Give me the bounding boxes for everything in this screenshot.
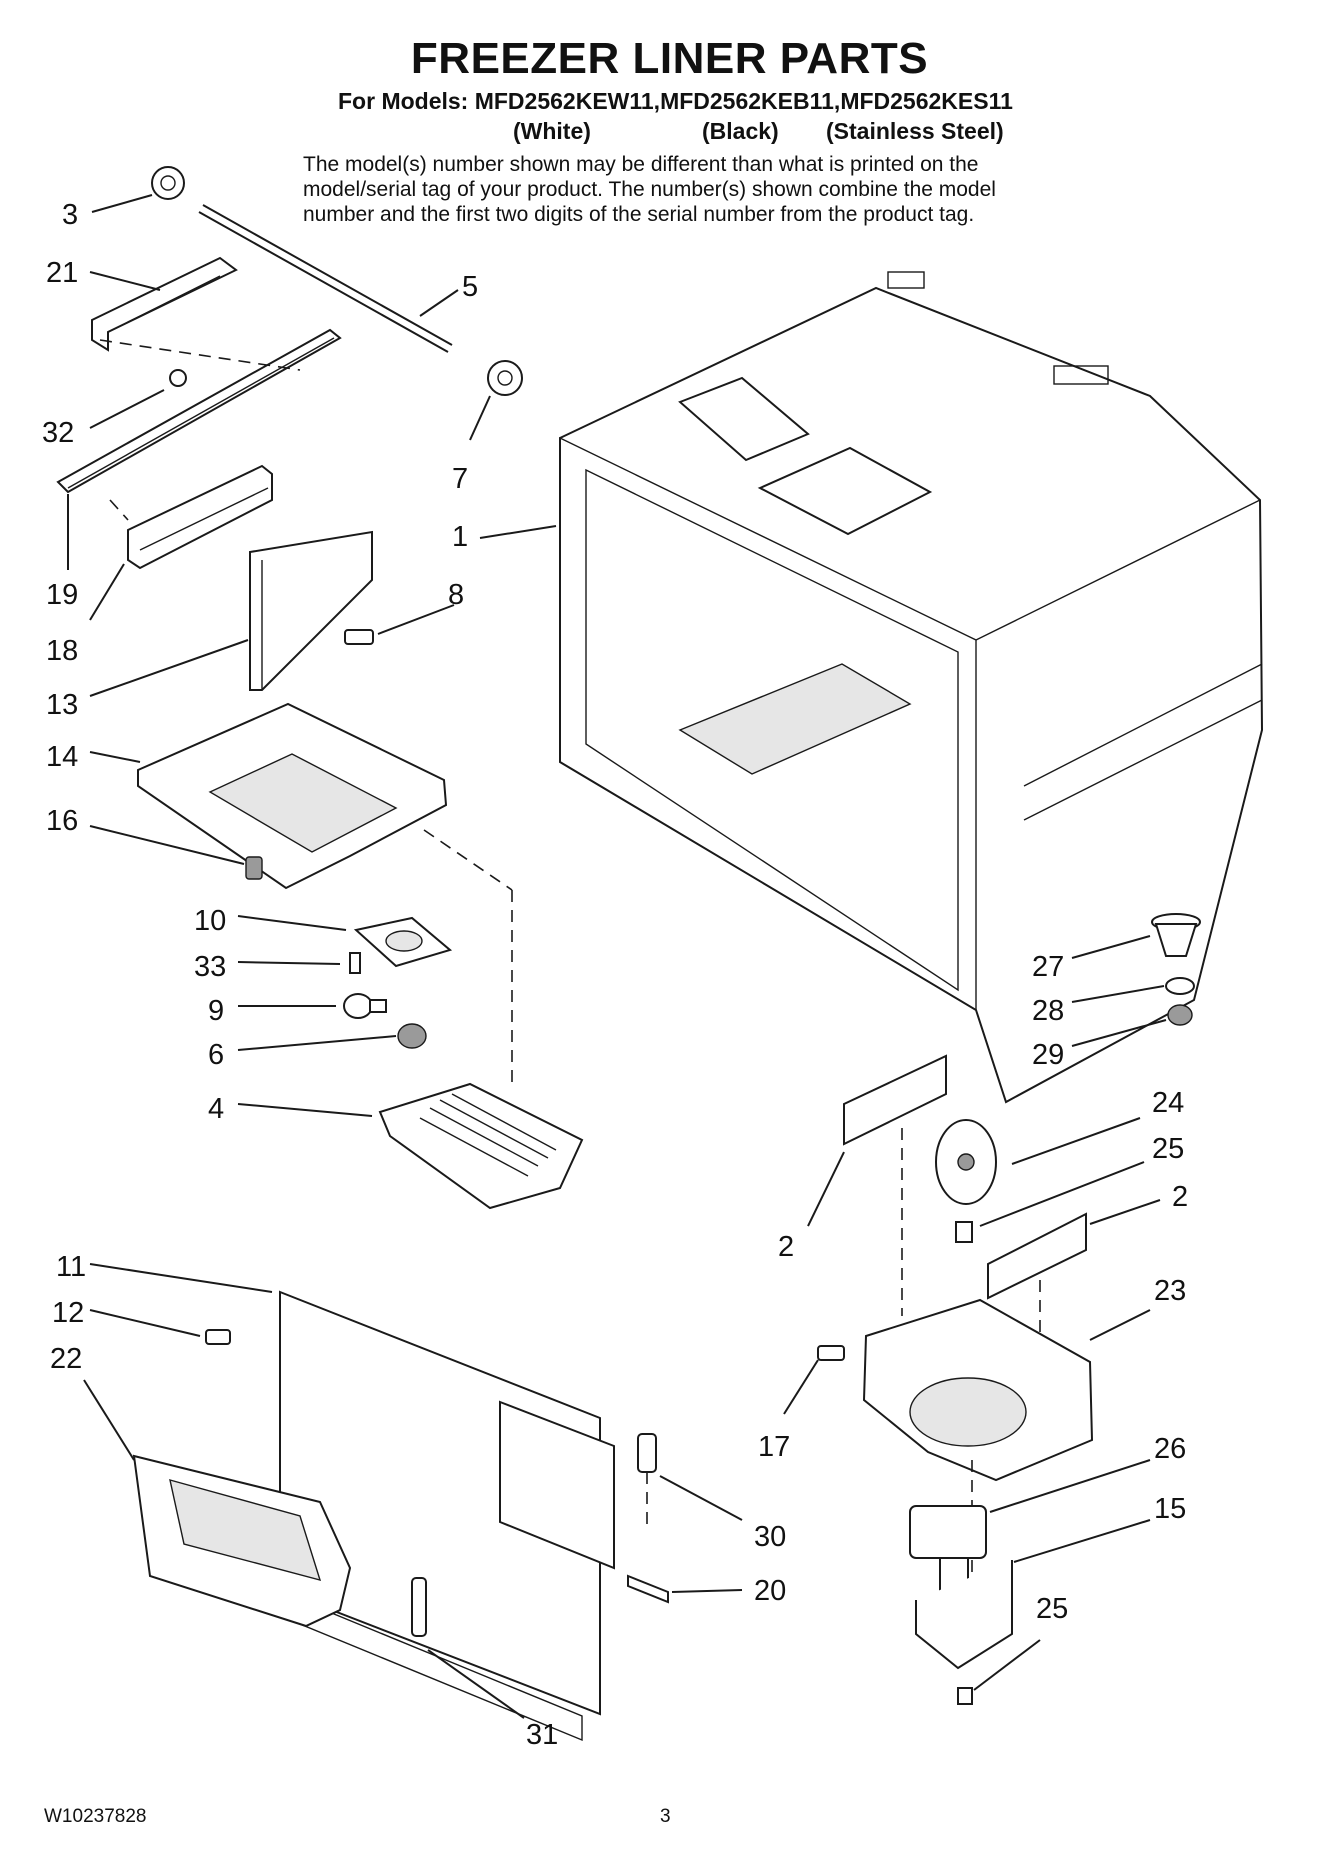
callout-1: 1 <box>452 521 468 553</box>
footer-page-number: 3 <box>660 1806 671 1827</box>
part-thermistor-31 <box>411 1577 427 1637</box>
part-fan-blade-24 <box>935 1119 997 1205</box>
part-fan-housing-23 <box>862 1298 1094 1482</box>
part-gear-3 <box>151 166 185 200</box>
part-bracket-13 <box>249 530 373 691</box>
callout-13: 13 <box>46 689 78 721</box>
part-screw-12 <box>205 1329 231 1345</box>
note-line: model/serial tag of your product. The nu… <box>303 178 996 201</box>
part-insulation-2b <box>987 1212 1087 1300</box>
variant-white: (White) <box>513 118 591 144</box>
callout-19: 19 <box>46 579 78 611</box>
callout-25: 25 <box>1036 1593 1068 1625</box>
part-grommet-29 <box>1167 1004 1193 1026</box>
callout-28: 28 <box>1032 995 1064 1027</box>
callout-27: 27 <box>1032 951 1064 983</box>
part-tray-14 <box>137 702 448 890</box>
part-bulb-9 <box>343 993 387 1019</box>
callout-12: 12 <box>52 1297 84 1329</box>
part-ice-tray-4 <box>378 1082 584 1210</box>
part-damper-27 <box>1151 913 1201 957</box>
callout-numbers: 3 21 5 32 7 1 19 8 18 13 14 16 10 33 9 6… <box>42 199 1188 1751</box>
callout-4: 4 <box>208 1093 224 1125</box>
callout-14: 14 <box>46 741 78 773</box>
part-screw-32 <box>169 369 187 387</box>
part-heater-30 <box>637 1433 657 1530</box>
callout-24: 24 <box>1152 1087 1184 1119</box>
callout-9: 9 <box>208 995 224 1027</box>
callout-11: 11 <box>56 1251 86 1283</box>
callout-17: 17 <box>758 1431 790 1463</box>
models-line: For Models: MFD2562KEW11,MFD2562KEB11,MF… <box>338 88 1013 114</box>
part-grille-22 <box>132 1454 352 1628</box>
callout-26: 26 <box>1154 1433 1186 1465</box>
part-nut-25b <box>957 1687 973 1705</box>
part-switch-16 <box>245 856 263 880</box>
variant-stainless: (Stainless Steel) <box>826 118 1004 144</box>
part-screw-33 <box>349 952 361 974</box>
part-fan-motor-26 <box>909 1505 987 1595</box>
part-socket-6 <box>397 1023 427 1049</box>
part-panel-20 <box>499 1400 615 1570</box>
callout-3: 3 <box>62 199 78 231</box>
part-rod-5 <box>198 204 453 353</box>
callout-21: 21 <box>46 257 78 289</box>
part-nut-25a <box>955 1221 973 1243</box>
callout-2: 2 <box>778 1231 794 1263</box>
part-rail-18 <box>127 464 273 570</box>
part-liner-1 <box>559 271 1264 1104</box>
part-rail-21 <box>91 256 238 352</box>
callout-6: 6 <box>208 1039 224 1071</box>
page-title: FREEZER LINER PARTS <box>410 34 929 83</box>
callout-29: 29 <box>1032 1039 1064 1071</box>
callout-10: 10 <box>194 905 226 937</box>
part-screw-17 <box>817 1345 845 1361</box>
callout-2: 2 <box>1172 1181 1188 1213</box>
model-number-note: The model(s) number shown may be differe… <box>303 152 1103 227</box>
callout-22: 22 <box>50 1343 82 1375</box>
callout-5: 5 <box>462 271 478 303</box>
callout-18: 18 <box>46 635 78 667</box>
leader-lines <box>67 194 1167 1719</box>
part-rail-19 <box>56 328 342 494</box>
note-line: The model(s) number shown may be differe… <box>303 153 979 176</box>
part-gear-7 <box>487 360 523 396</box>
callout-20: 20 <box>754 1575 786 1607</box>
part-lens-10 <box>353 916 453 968</box>
callout-33: 33 <box>194 951 226 983</box>
part-cover-11 <box>279 1290 601 1742</box>
part-insulation-2a <box>843 1054 947 1146</box>
part-ring-28 <box>1165 977 1195 995</box>
callout-23: 23 <box>1154 1275 1186 1307</box>
variant-black: (Black) <box>702 118 779 144</box>
callout-30: 30 <box>754 1521 786 1553</box>
callout-15: 15 <box>1154 1493 1186 1525</box>
callout-25: 25 <box>1152 1133 1184 1165</box>
part-gasket-20 <box>627 1574 669 1604</box>
callout-8: 8 <box>448 579 464 611</box>
callout-31: 31 <box>526 1719 558 1751</box>
callout-16: 16 <box>46 805 78 837</box>
callout-32: 32 <box>42 417 74 449</box>
callout-7: 7 <box>452 463 468 495</box>
note-line: number and the first two digits of the s… <box>303 203 975 226</box>
part-bracket-15 <box>915 1560 1013 1670</box>
footer-doc-number: W10237828 <box>44 1806 147 1827</box>
part-screw-8 <box>344 629 374 645</box>
